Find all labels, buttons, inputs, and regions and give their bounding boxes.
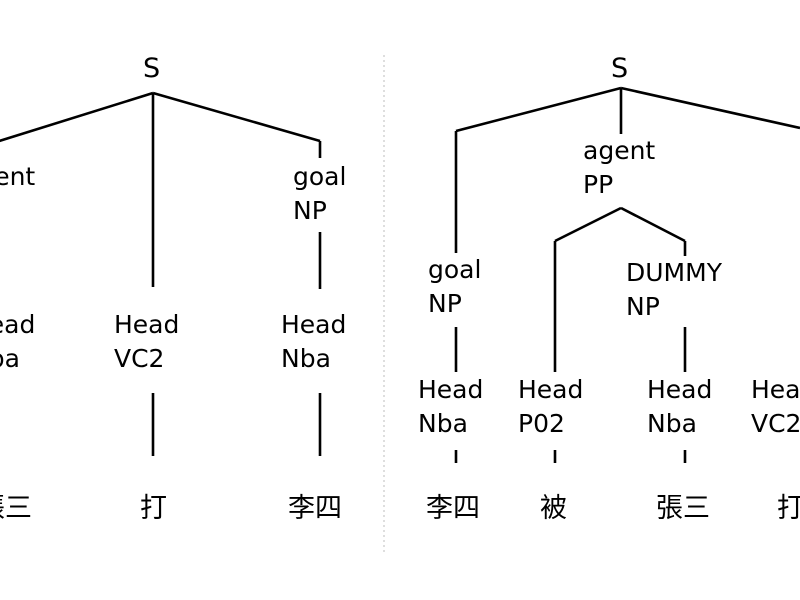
right-goal-head-node: Head Nba [418,373,483,441]
right-verb-head-node: Head VC2 [751,373,800,441]
right-agent-node: agent PP [583,134,655,202]
left-goal-node: goal NP [293,160,346,228]
right-dummy-word-node: 張三 [656,492,710,526]
left-goal-cat: NP [293,196,327,225]
left-goal-role: goal [293,162,347,191]
right-goal-role: goal [428,255,482,284]
left-agent-head-role: Head [0,310,36,339]
right-prep-head-pos: P02 [518,409,565,438]
right-prep-head-node: Head P02 [518,373,583,441]
left-goal-head-pos: Nba [281,344,331,373]
right-root-label: S [611,53,629,84]
left-verb-word-node: 打 [140,492,167,526]
left-verb-word: 打 [140,493,167,524]
left-agent-role: agent [0,162,36,191]
right-goal-node: goal NP [428,253,481,321]
right-agent-cat: PP [583,170,614,199]
right-verb-head-pos: VC2 [751,409,800,438]
right-goal-head-pos: Nba [418,409,468,438]
right-prep-word-node: 被 [540,492,567,526]
left-goal-head-node: Head Nba [281,308,346,376]
right-goal-head-role: Head [418,375,484,404]
left-root-node: S [143,52,160,86]
right-dummy-word: 張三 [656,493,710,524]
right-edge-pp-dummy [620,206,686,243]
left-verb-head-pos: VC2 [114,344,165,373]
left-agent-head-node: Head Nba [0,308,35,376]
left-edge-s-goal [152,91,321,143]
right-edge-s-goal [455,86,622,133]
left-agent-word: 張三 [0,493,32,524]
right-edge-s-verb [620,86,800,130]
left-agent-head-pos: Nba [0,344,20,373]
right-goal-cat: NP [428,289,462,318]
right-agent-role: agent [583,136,656,165]
right-verb-head-role: Head [751,375,800,404]
right-dummy-head-node: Head Nba [647,373,712,441]
right-dummy-head-role: Head [647,375,713,404]
right-verb-word-node: 打 [777,492,800,526]
right-prep-word: 被 [540,493,567,524]
right-dummy-node: DUMMY NP [626,256,722,324]
left-verb-head-role: Head [114,310,180,339]
left-agent-node: agent [0,160,35,194]
left-goal-word: 李四 [288,493,342,524]
right-goal-word: 李四 [426,493,480,524]
right-dummy-role: DUMMY [626,258,722,287]
right-dummy-cat: NP [626,292,660,321]
right-goal-word-node: 李四 [426,492,480,526]
left-root-label: S [143,53,161,84]
right-verb-word: 打 [777,493,800,524]
right-prep-head-role: Head [518,375,584,404]
left-goal-head-role: Head [281,310,347,339]
right-root-node: S [611,52,628,86]
left-agent-word-node: 張三 [0,492,32,526]
left-verb-head-node: Head VC2 [114,308,179,376]
left-edge-s-agent [0,91,154,143]
left-goal-word-node: 李四 [288,492,342,526]
right-edge-pp-prep [554,206,622,243]
right-dummy-head-pos: Nba [647,409,697,438]
